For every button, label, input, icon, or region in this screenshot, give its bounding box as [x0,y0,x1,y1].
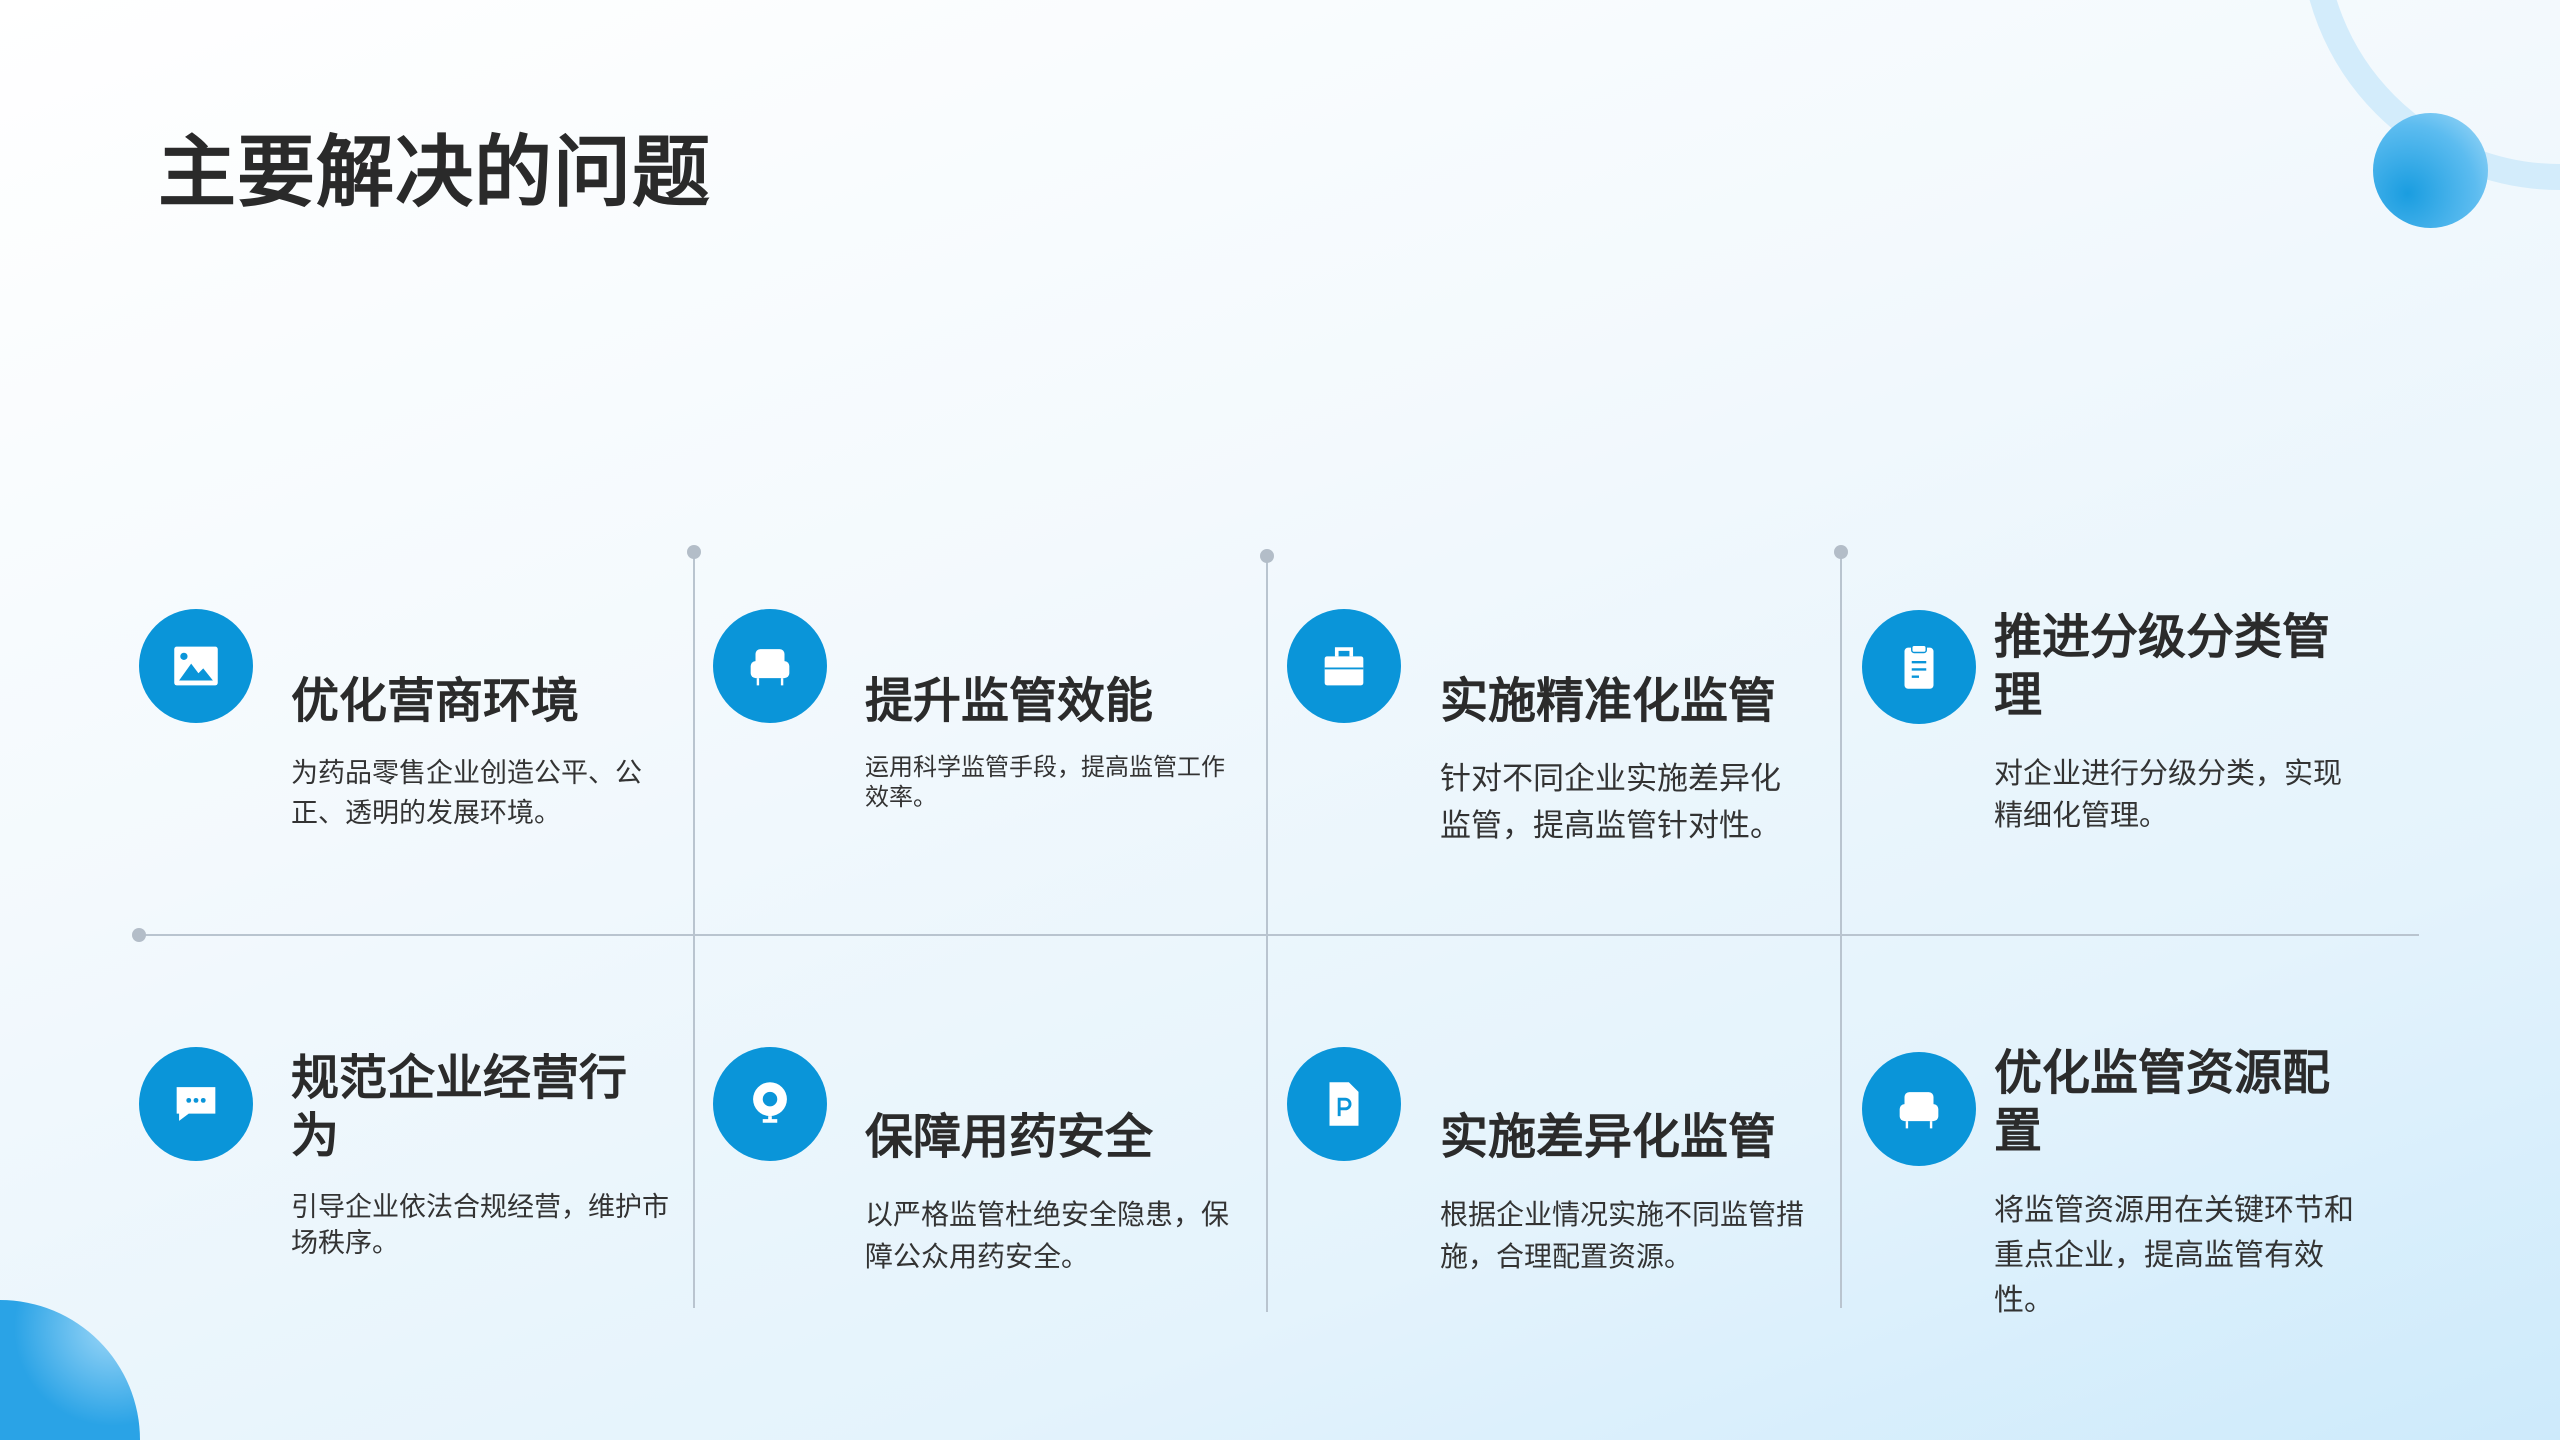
chat-icon [139,1047,253,1161]
card-title: 优化营商环境 [291,673,580,729]
card-title: 推进分级分类管理 [1994,609,2331,723]
briefcase-icon [1287,609,1401,723]
page-title: 主要解决的问题 [158,128,712,218]
horizontal-divider [139,934,2419,936]
document-p-icon [1287,1047,1401,1161]
vertical-divider [1266,556,1268,1312]
vertical-divider [1840,552,1842,1308]
card-title: 保障用药安全 [865,1109,1154,1165]
card-description: 针对不同企业实施差异化监管，提高监管针对性。 [1440,761,1781,844]
divider-dot [1260,549,1274,563]
card-description: 运用科学监管手段，提高监管工作效率。 [865,753,1225,811]
clipboard-icon [1862,610,1976,724]
card-description: 对企业进行分级分类，实现精细化管理。 [1994,756,2343,832]
card-title: 优化监管资源配置 [1994,1045,2331,1159]
card-title: 实施精准化监管 [1440,673,1777,729]
divider-dot [132,928,146,942]
decorative-circle [2373,113,2488,228]
vertical-divider [693,552,695,1308]
card-description: 引导企业依法合规经营，维护市场秩序。 [291,1192,669,1259]
card-title: 规范企业经营行为 [291,1050,628,1164]
decorative-corner-circle [0,1300,140,1440]
card-title: 实施差异化监管 [1440,1109,1777,1165]
card-description: 将监管资源用在关键环节和重点企业，提高监管有效性。 [1994,1193,2354,1318]
card-description: 根据企业情况实施不同监管措施，合理配置资源。 [1440,1198,1805,1273]
image-icon [139,609,253,723]
armchair-icon [1862,1052,1976,1166]
card-description: 以严格监管杜绝安全隐患，保障公众用药安全。 [865,1198,1230,1273]
divider-dot [1834,545,1848,559]
armchair-icon [713,609,827,723]
divider-dot [687,545,701,559]
card-title: 提升监管效能 [865,673,1154,729]
webcam-icon [713,1047,827,1161]
card-description: 为药品零售企业创造公平、公正、透明的发展环境。 [291,758,642,829]
